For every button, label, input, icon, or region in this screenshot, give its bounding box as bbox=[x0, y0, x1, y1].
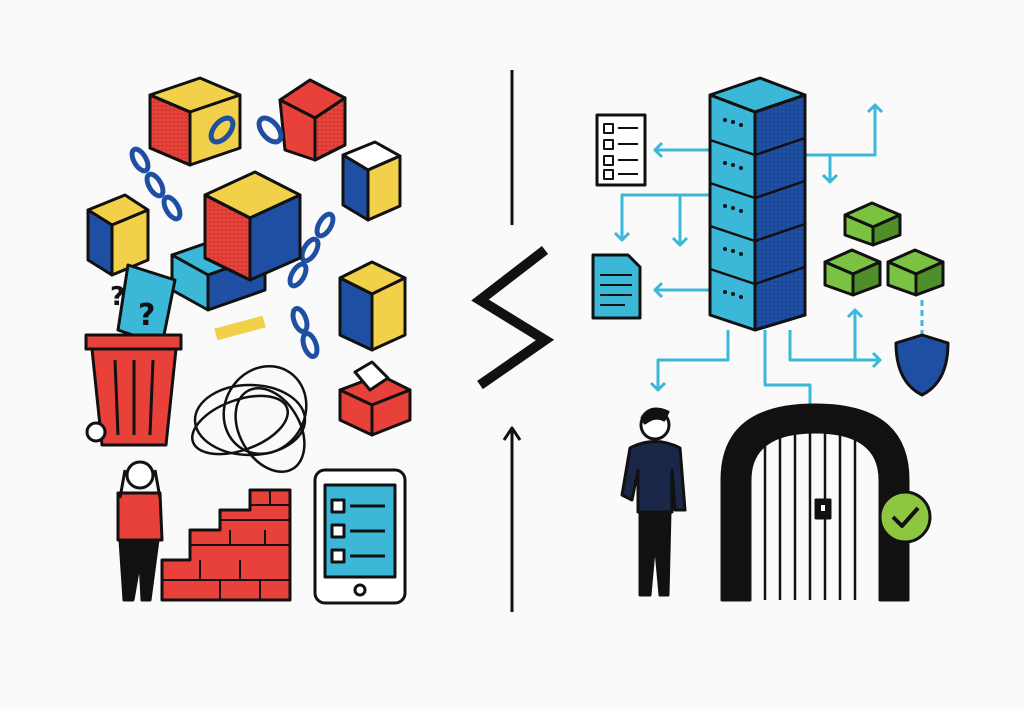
cube-icon bbox=[338, 260, 407, 352]
brick-wall-icon bbox=[160, 488, 292, 602]
green-cubes-icon bbox=[823, 201, 945, 297]
check-circle-icon bbox=[878, 490, 932, 544]
tablet-checklist-icon bbox=[313, 468, 407, 605]
server-stack-icon bbox=[708, 76, 807, 332]
svg-text:?: ? bbox=[138, 298, 155, 333]
lightning-zigzag-icon bbox=[471, 246, 555, 390]
broken-cube-icon bbox=[278, 78, 347, 162]
tangled-line-icon bbox=[190, 364, 308, 474]
checklist-document-icon bbox=[595, 113, 647, 187]
trash-bin-icon: ? bbox=[84, 263, 183, 447]
connector-lines bbox=[613, 103, 924, 405]
stick-icon bbox=[214, 315, 266, 341]
broken-cube-icon bbox=[148, 76, 242, 167]
document-icon bbox=[591, 253, 642, 320]
gate-icon bbox=[720, 403, 910, 602]
confused-person-icon bbox=[116, 460, 164, 602]
cube-icon bbox=[341, 140, 402, 222]
shield-icon bbox=[894, 333, 950, 397]
cube-icon bbox=[86, 193, 150, 277]
open-box-icon bbox=[338, 360, 412, 437]
cube-icon bbox=[170, 170, 302, 312]
divider bbox=[471, 70, 555, 612]
person-icon bbox=[620, 407, 687, 597]
broken-chain-icon bbox=[129, 115, 336, 359]
